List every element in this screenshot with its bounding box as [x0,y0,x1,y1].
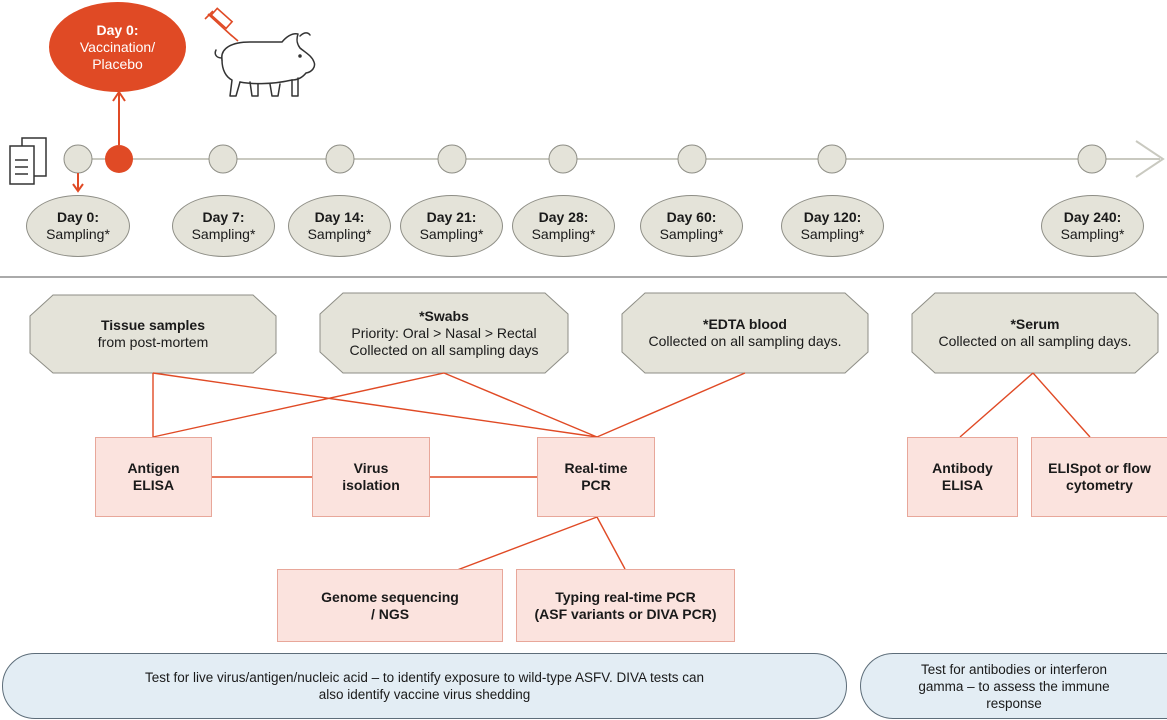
edta-blood-title: *EDTA blood [703,316,787,332]
syringe-icon [204,7,239,42]
timeline-node [325,144,355,174]
virus-test-summary: Test for live virus/antigen/nucleic acid… [2,653,847,719]
edta-blood-desc: Collected on all sampling days. [648,333,842,349]
tissue-samples: Tissue samples from post-mortem [30,295,276,373]
antigen-elisa-l2: ELISA [132,477,175,493]
vaccination-label-1: Vaccination/ [79,38,156,55]
sampling-day-label: Day 21: [426,209,477,225]
genome-sequencing-l2: / NGS [370,605,410,622]
swabs-shape [319,292,569,374]
vaccination-day: Day 0: [96,21,139,38]
serum-desc: Collected on all sampling days. [938,333,1132,349]
antibody-elisa-box: Antibody ELISA [907,437,1018,517]
sampling-day-21: Day 21: Sampling* [400,195,503,257]
sampling-text: Sampling* [659,226,724,242]
sampling-day-7: Day 7: Sampling* [172,195,275,257]
sampling-day-240: Day 240: Sampling* [1041,195,1144,257]
antibody-elisa-l1: Antibody [932,460,993,476]
sampling-day-60: Day 60: Sampling* [640,195,743,257]
sampling-text: Sampling* [46,226,110,242]
immune-summary-line3: response [986,695,1042,711]
serum-title: *Serum [1010,316,1060,332]
immune-test-summary: Test for antibodies or interferon gamma … [860,653,1167,719]
vaccination-label-2: Placebo [92,55,143,72]
genome-sequencing-l1: Genome sequencing [321,588,459,605]
sampling-text: Sampling* [1060,226,1125,242]
typing-pcr-l2: (ASF variants or DIVA PCR) [534,605,717,622]
swabs-priority: Priority: Oral > Nasal > Rectal [351,324,537,341]
sampling-text: Sampling* [307,226,372,242]
timeline-node [437,144,467,174]
document-stack-icon [9,137,47,185]
swabs-title: *Swabs [419,307,469,324]
elispot-box: ELISpot or flow cytometry [1031,437,1167,517]
virus-summary-line2: also identify vaccine virus shedding [318,687,531,702]
typing-pcr-l1: Typing real-time PCR [555,588,696,605]
virus-summary-line1: Test for live virus/antigen/nucleic acid… [144,670,705,685]
timeline-node [1077,144,1107,174]
timeline-node [63,144,93,174]
sampling-day-label: Day 120: [803,209,862,225]
antigen-elisa-box: Antigen ELISA [95,437,212,517]
timeline-node-vaccination [105,145,133,173]
antigen-elisa-l1: Antigen [127,460,180,476]
edta-blood: *EDTA blood Collected on all sampling da… [622,293,868,373]
timeline-node [677,144,707,174]
timeline-node [817,144,847,174]
sampling-day-0: Day 0: Sampling* [26,195,130,257]
swabs-collection: Collected on all sampling days [349,341,539,358]
sampling-day-28: Day 28: Sampling* [512,195,615,257]
typing-pcr-box: Typing real-time PCR (ASF variants or DI… [516,569,735,642]
immune-summary-line1: Test for antibodies or interferon [920,661,1108,677]
vaccination-oval: Day 0: Vaccination/ Placebo [49,2,186,92]
sampling-day-label: Day 240: [1063,209,1122,225]
sampling-day-label: Day 14: [314,209,365,225]
realtime-pcr-l2: PCR [581,477,611,493]
timeline-node [208,144,238,174]
elispot-l1: ELISpot or flow [1048,460,1151,476]
immune-summary-line2: gamma – to assess the immune [918,678,1110,694]
elispot-l2: cytometry [1066,477,1133,493]
virus-isolation-l2: isolation [342,477,400,493]
sampling-text: Sampling* [419,226,484,242]
genome-sequencing-box: Genome sequencing / NGS [277,569,503,642]
sampling-text: Sampling* [800,226,865,242]
antibody-elisa-l2: ELISA [941,477,984,493]
swabs: *Swabs Priority: Oral > Nasal > Rectal C… [320,293,568,373]
sampling-day-label: Day 7: [202,209,245,225]
realtime-pcr-l1: Real-time [564,460,628,476]
serum-shape [911,292,1159,374]
tissue-samples-desc: from post-mortem [97,334,209,350]
edta-blood-shape [621,292,869,374]
timeline-node [548,144,578,174]
pig-icon [214,32,316,97]
timeline-arrowhead [1135,140,1165,178]
serum: *Serum Collected on all sampling days. [912,293,1158,373]
sampling-day-label: Day 0: [56,209,100,225]
tissue-samples-title: Tissue samples [100,317,206,333]
sampling-text: Sampling* [531,226,596,242]
sampling-day-label: Day 60: [666,209,717,225]
virus-isolation-l1: Virus [353,460,389,476]
tissue-samples-shape [29,294,277,374]
vaccination-arrow-head [112,90,126,102]
sampling-day-120: Day 120: Sampling* [781,195,884,257]
sampling-text: Sampling* [191,226,256,242]
sampling-arrow-head [72,183,84,193]
sampling-day-14: Day 14: Sampling* [288,195,391,257]
realtime-pcr-box: Real-time PCR [537,437,655,517]
virus-isolation-box: Virus isolation [312,437,430,517]
sampling-day-label: Day 28: [538,209,589,225]
